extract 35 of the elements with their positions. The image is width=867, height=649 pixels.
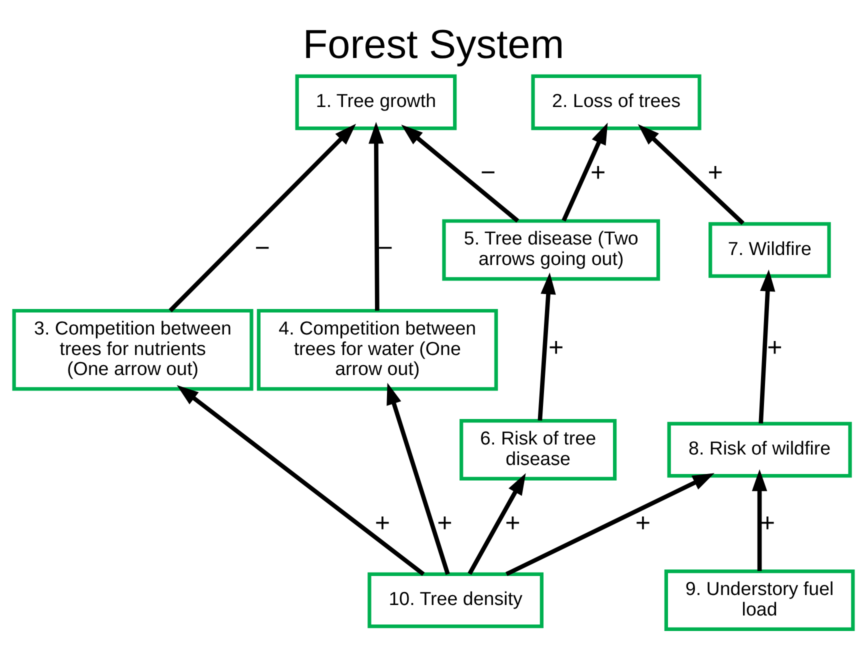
edge-label: +	[548, 332, 564, 362]
edge-label: +	[437, 507, 452, 538]
edge-label: +	[708, 157, 724, 188]
node-box: 2. Loss of trees	[531, 74, 702, 130]
edge-label: −	[254, 232, 270, 262]
edge-label: −	[378, 232, 393, 262]
node-box: 1. Tree growth	[295, 74, 457, 130]
diagram-title: Forest System	[302, 21, 564, 68]
arrow	[538, 272, 556, 421]
node-box: 6. Risk of tree disease	[460, 418, 617, 480]
arrow	[368, 122, 384, 311]
arrow	[176, 385, 425, 576]
arrow	[758, 270, 776, 424]
arrow	[386, 382, 450, 575]
edge-label: +	[760, 507, 776, 538]
edge-label: +	[374, 507, 390, 538]
arrow	[401, 124, 520, 223]
edge-label: +	[767, 332, 782, 362]
arrow	[468, 473, 526, 575]
edge-label: +	[635, 507, 651, 538]
node-box: 4. Competition between trees for water (One arrow out)	[256, 308, 498, 391]
node-box: 8. Risk of wildfire	[667, 422, 852, 478]
node-box: 9. Understory fuel load	[664, 570, 855, 632]
arrow	[506, 473, 714, 576]
edge-label: −	[480, 157, 496, 188]
arrow	[638, 124, 744, 225]
edge-label: +	[590, 157, 606, 188]
arrow	[168, 124, 356, 312]
node-box: 10. Tree density	[368, 572, 544, 628]
node-box: 3. Competition between trees for nutrients (One arrow out)	[12, 308, 254, 391]
node-box: 7. Wildfire	[708, 222, 831, 278]
arrow	[562, 122, 608, 222]
arrow	[752, 469, 768, 572]
node-box: 5. Tree disease (Two arrows going out)	[442, 219, 660, 281]
edge-label: +	[505, 507, 520, 538]
